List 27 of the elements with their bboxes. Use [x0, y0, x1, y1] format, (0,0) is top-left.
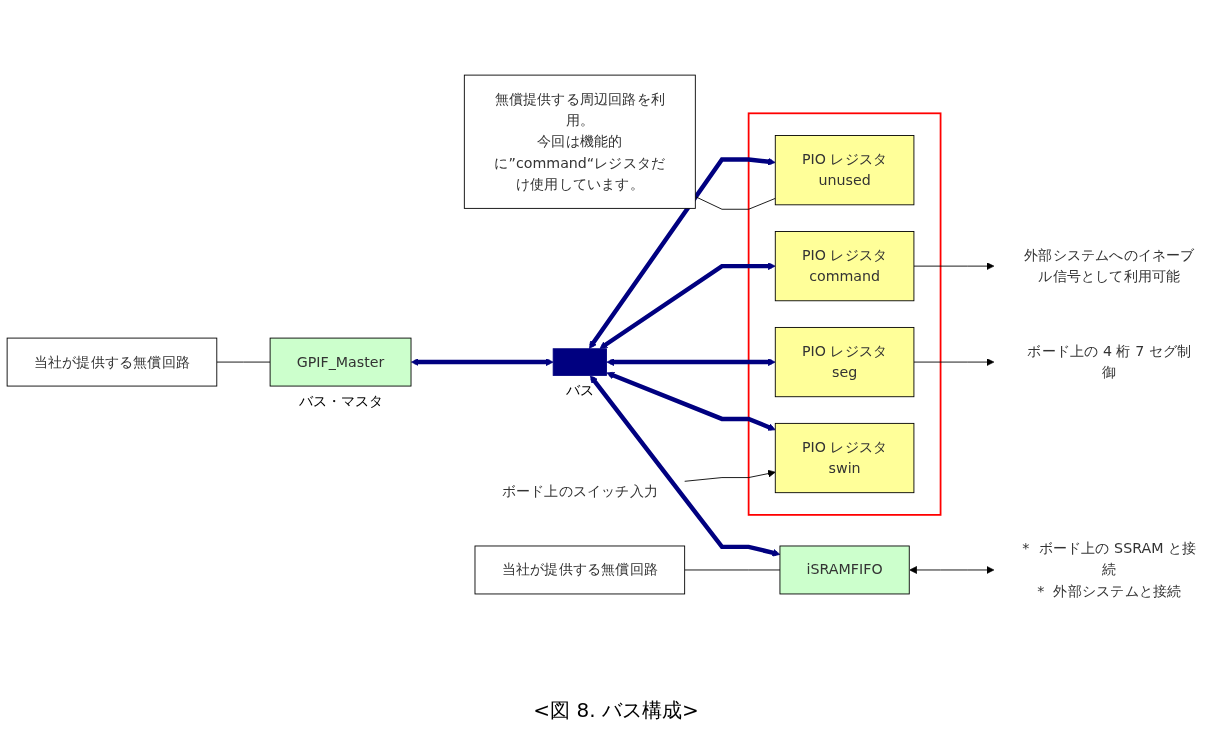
node-caption: バス — [565, 381, 594, 398]
node-bar — [552, 348, 607, 376]
node-caption: バス・マスタ — [298, 392, 383, 409]
node-box: 当社が提供する無償回路 — [6, 337, 218, 387]
node-box: PIO レジスタ swin — [774, 422, 915, 493]
node-box: iSRAMFIFO — [779, 545, 910, 595]
cluster — [747, 112, 942, 516]
arrow — [606, 357, 776, 366]
connector — [216, 361, 271, 363]
node-box: 無償提供する周辺回路を利用。 今回は機能的に”command“レジスタだけ使用しています。 — [463, 74, 696, 209]
arrow — [411, 357, 554, 366]
node-box: PIO レジスタ seg — [774, 326, 915, 397]
node-box: PIO レジスタ unused — [774, 134, 915, 206]
node-text: ボード上の 4 桁 7 セグ制御 — [1027, 342, 1192, 381]
node-box: PIO レジスタ command — [774, 230, 915, 301]
connector — [684, 569, 781, 571]
node-text: 外部システムへのイネーブル信号として利用可能 — [1024, 246, 1195, 285]
arrow — [599, 262, 776, 349]
node-text: ボード上のスイッチ入力 — [501, 482, 659, 500]
node-box: GPIF_Master — [269, 337, 412, 387]
arrow — [589, 157, 776, 349]
arrow — [606, 371, 776, 431]
node-text: * ボード上の SSRAM と接続 * 外部システムと接続 — [1022, 539, 1197, 600]
figure-caption: <図 8. バス構成> — [532, 697, 700, 724]
arrow — [589, 375, 781, 557]
connector — [694, 195, 776, 210]
node-box: 当社が提供する無償回路 — [474, 545, 686, 595]
